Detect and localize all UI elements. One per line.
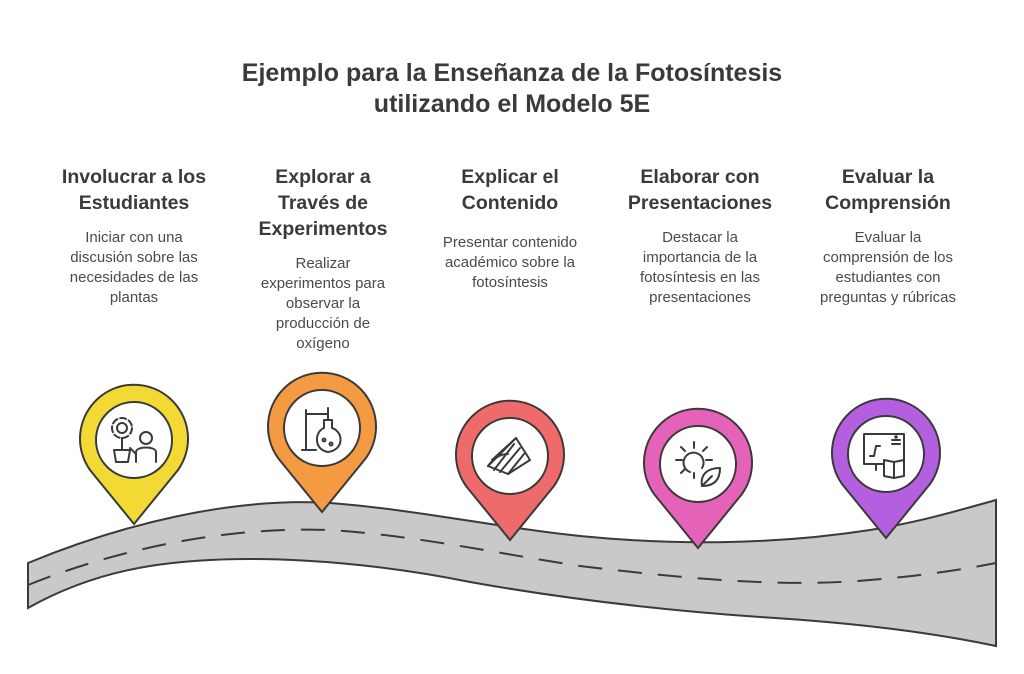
description-line: necesidades de las [69,269,199,286]
description-line: presentaciones [649,289,751,306]
heading-line: Explicar el [461,166,559,188]
description-line: discusión sobre las [70,249,198,266]
heading-line: Estudiantes [78,192,190,214]
road-surface [27,498,997,648]
page-title: Ejemplo para la Enseñanza de la Fotosínt… [0,58,1024,120]
description-line: experimentos para [260,275,386,292]
description-line: fotosíntesis [472,274,548,291]
title-line-2: utilizando el Modelo 5E [373,90,651,118]
description-line: observar la [285,295,361,312]
pin-explore [267,371,377,514]
step-elaborate: Elaborar con Presentaciones Destacar la … [600,164,800,308]
heading-line: Través de [278,192,368,214]
step-description: Destacar la importancia de la fotosíntes… [600,228,800,308]
step-evaluate: Evaluar la Comprensión Evaluar la compre… [788,164,988,308]
pin-elaborate [643,407,753,550]
pin-engage [79,383,189,526]
step-description: Realizar experimentos para observar la p… [223,254,423,354]
road-center-line [27,528,997,586]
step-heading: Explorar a Través de Experimentos [223,164,423,242]
heading-line: Comprensión [825,192,951,214]
step-engage: Involucrar a los Estudiantes Iniciar con… [34,164,234,308]
step-explore: Explorar a Través de Experimentos Realiz… [223,164,423,354]
step-heading: Evaluar la Comprensión [788,164,988,216]
heading-line: Experimentos [258,218,388,240]
step-heading: Elaborar con Presentaciones [600,164,800,216]
description-line: Presentar contenido [442,234,578,251]
heading-line: Contenido [461,192,559,214]
pin-explain [455,399,565,542]
step-heading: Explicar el Contenido [410,164,610,216]
step-description: Presentar contenido académico sobre la f… [410,233,610,293]
plant-and-child-icon [111,417,157,463]
pin-evaluate [831,397,941,540]
heading-line: Evaluar la [841,166,935,188]
step-description: Evaluar la comprensión de los estudiante… [788,228,988,308]
title-line-1: Ejemplo para la Enseñanza de la Fotosínt… [241,59,783,87]
step-description: Iniciar con una discusión sobre las nece… [34,228,234,308]
description-line: Realizar [295,255,351,272]
heading-line: Presentaciones [627,192,773,214]
description-line: académico sobre la [444,254,576,271]
description-line: Evaluar la [854,229,922,246]
description-line: comprensión de los [822,249,954,266]
heading-line: Involucrar a los [61,166,207,188]
step-explain: Explicar el Contenido Presentar contenid… [410,164,610,293]
description-line: plantas [109,289,159,306]
description-line: fotosíntesis en las [639,269,761,286]
description-line: preguntas y rúbricas [820,289,956,306]
description-line: oxígeno [296,335,350,352]
heading-line: Elaborar con [640,166,760,188]
description-line: Destacar la [662,229,738,246]
sun-and-leaf-icon [675,441,721,487]
description-line: Iniciar con una [85,229,183,246]
step-heading: Involucrar a los Estudiantes [34,164,234,216]
description-line: producción de [275,315,371,332]
board-and-book-icon [863,433,905,479]
open-book-icon [487,437,531,475]
description-line: importancia de la [642,249,758,266]
description-line: estudiantes con [835,269,941,286]
lab-flask-icon [301,407,342,453]
heading-line: Explorar a [275,166,371,188]
